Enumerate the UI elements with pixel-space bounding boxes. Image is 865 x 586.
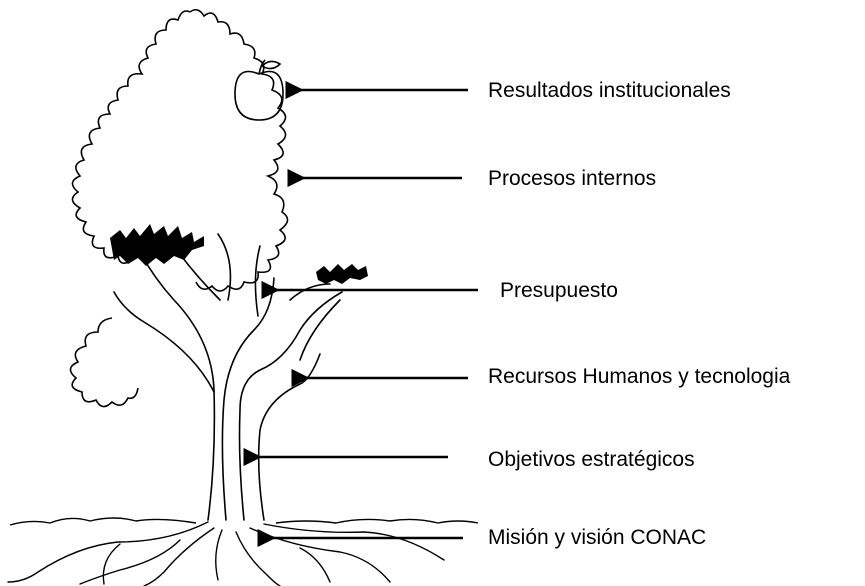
label-mision: Misión y visión CONAC: [488, 526, 707, 549]
label-objetivos: Objetivos estratégicos: [488, 448, 695, 471]
arrows: [243, 80, 478, 548]
label-procesos: Procesos internos: [488, 167, 657, 190]
apple-icon: [234, 59, 284, 121]
ground-line: [9, 517, 479, 526]
tree-crown: [189, 8, 289, 292]
leaf-cluster-right: [316, 264, 368, 284]
label-presupuesto: Presupuesto: [500, 279, 618, 302]
leaf-cluster-left: [110, 224, 204, 266]
tree-trunk: [113, 233, 343, 521]
tree-crown-lower-left: [69, 317, 139, 408]
tree-roots: [7, 521, 445, 586]
label-recursos: Recursos Humanos y tecnologia: [488, 365, 791, 388]
tree-crown-left: [71, 10, 191, 264]
label-resultados: Resultados institucionales: [488, 79, 731, 102]
